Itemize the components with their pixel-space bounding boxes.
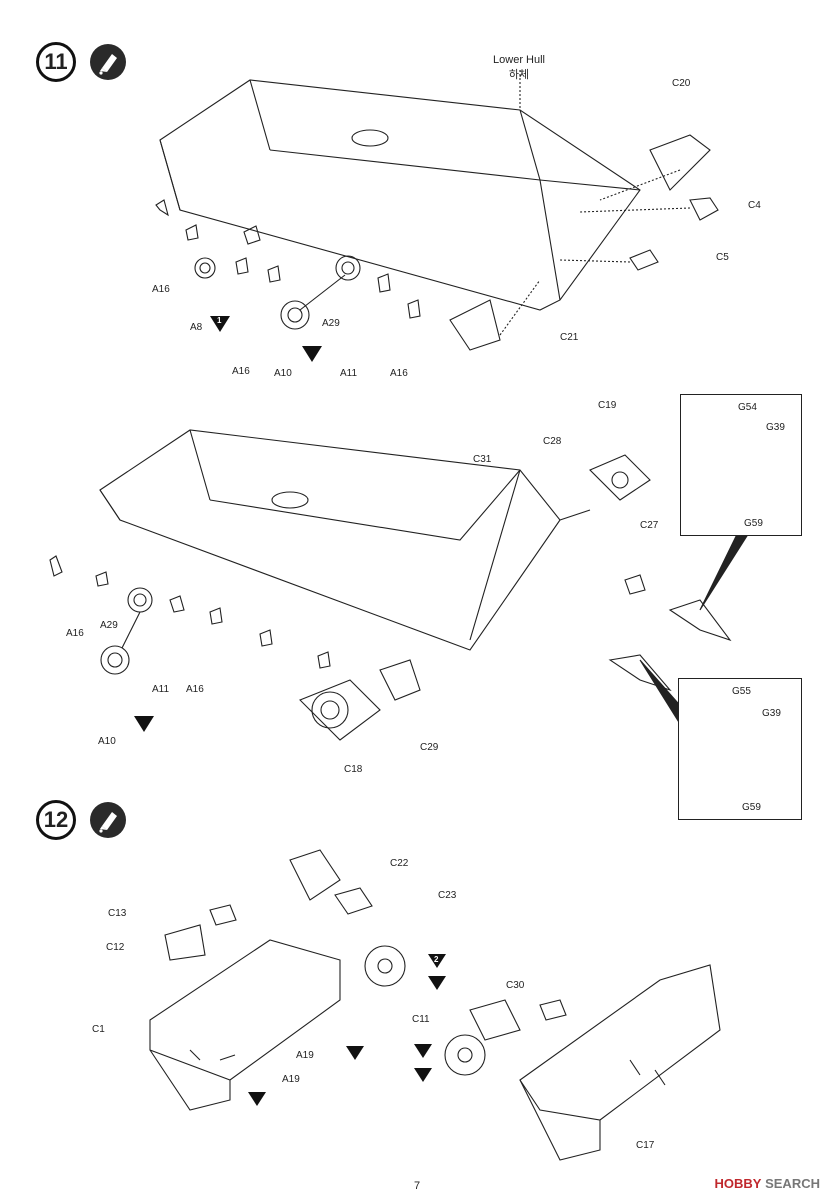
part-label: C22: [390, 858, 409, 869]
part-label: G59: [744, 518, 763, 529]
part-label: C31: [473, 454, 492, 465]
part-label: G59: [742, 802, 761, 813]
part-label: C20: [672, 78, 691, 89]
part-label: A29: [100, 620, 118, 631]
step-11-number: 11: [36, 42, 76, 82]
part-label: C28: [543, 436, 562, 447]
glue-icon: [90, 802, 126, 838]
detail-inset: [678, 678, 802, 820]
part-label: A8: [190, 322, 203, 333]
part-label: G54: [738, 402, 757, 413]
part-label: C30: [506, 980, 525, 991]
part-label: C29: [420, 742, 439, 753]
part-label: A19: [296, 1050, 314, 1061]
marker-number: 2: [434, 955, 439, 964]
page-number: 7: [413, 1180, 421, 1192]
part-label: A19: [282, 1074, 300, 1085]
part-label: C12: [106, 942, 125, 953]
detail-inset: [680, 394, 802, 536]
part-label: C1: [92, 1024, 105, 1035]
part-label: C27: [640, 520, 659, 531]
part-label: A16: [186, 684, 204, 695]
part-label: A16: [66, 628, 84, 639]
part-label: C19: [598, 400, 617, 411]
part-label: C5: [716, 252, 729, 263]
part-label: A16: [152, 284, 170, 295]
part-label: A11: [152, 684, 170, 695]
part-label: A29: [322, 318, 340, 329]
marker-number: 1: [217, 316, 222, 325]
part-label: A16: [232, 366, 250, 377]
part-label: G55: [732, 686, 751, 697]
part-label: C13: [108, 908, 127, 919]
part-label: A10: [98, 736, 116, 747]
part-label: G39: [766, 422, 785, 433]
step-12-number: 12: [36, 800, 76, 840]
part-label: A10: [274, 368, 292, 379]
part-label: C11: [412, 1014, 430, 1025]
part-label: C17: [636, 1140, 655, 1151]
part-label: G39: [762, 708, 781, 719]
watermark: HOBBY SEARCH: [714, 1176, 820, 1191]
lower-hull-label: Lower Hull 하체: [493, 54, 545, 81]
part-label: C18: [344, 764, 363, 775]
part-label: C21: [560, 332, 579, 343]
part-label: C23: [438, 890, 457, 901]
part-label: C4: [748, 200, 761, 211]
glue-icon: [90, 44, 126, 80]
part-label: A11: [340, 368, 358, 379]
part-label: A16: [390, 368, 408, 379]
